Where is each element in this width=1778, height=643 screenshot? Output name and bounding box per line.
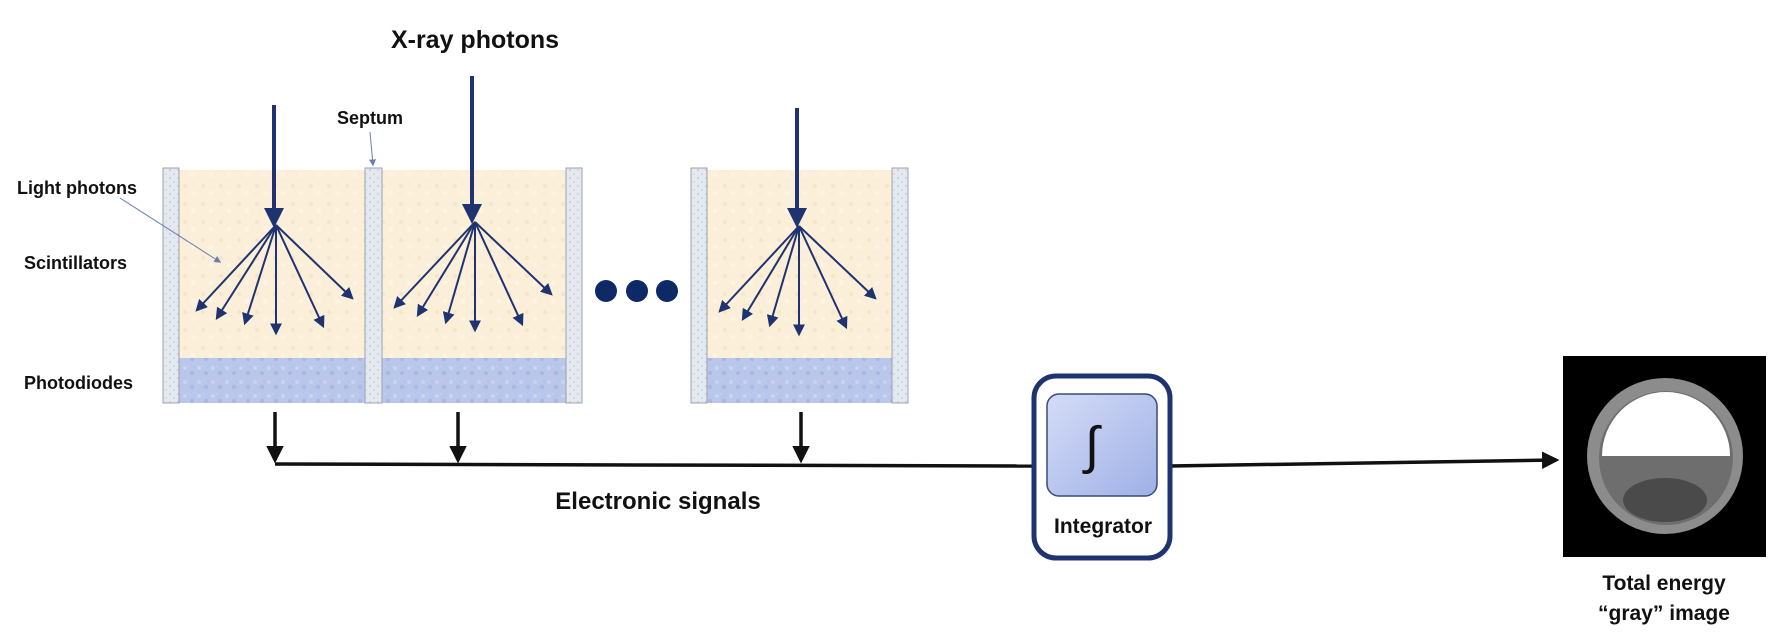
gray-image-bright-cap bbox=[1602, 392, 1730, 456]
light-photons-pointer bbox=[119, 197, 222, 263]
gray-image-dark-ellipse bbox=[1623, 478, 1707, 522]
photodiode-2 bbox=[382, 358, 566, 403]
scintillators-label: Scintillators bbox=[24, 253, 127, 273]
septum-label: Septum bbox=[337, 108, 403, 128]
septum-pointer bbox=[369, 131, 376, 167]
signal-bus-line bbox=[274, 462, 1037, 468]
ellipsis-dots-icon bbox=[595, 280, 678, 302]
light-photon-fan-n bbox=[718, 225, 877, 337]
septum-middle bbox=[364, 167, 383, 404]
light-photons-label: Light photons bbox=[17, 178, 137, 198]
electronic-signals-label: Electronic signals bbox=[555, 488, 760, 515]
output-label-line1: Total energy bbox=[1602, 572, 1726, 595]
septum-right-n bbox=[891, 167, 909, 404]
light-photon-fan-1 bbox=[195, 224, 354, 336]
xray-photons-label: X-ray photons bbox=[391, 26, 559, 54]
integrator-block: ∫ Integrator bbox=[1031, 373, 1173, 561]
photodiode-n bbox=[707, 358, 892, 403]
light-photon-fan-2 bbox=[393, 221, 553, 333]
signal-down-arrows bbox=[266, 412, 810, 464]
gray-image-output bbox=[1563, 356, 1766, 557]
xray-arrows bbox=[264, 76, 807, 228]
septum-right-2 bbox=[565, 167, 583, 404]
detector-element-1 bbox=[162, 167, 365, 404]
septum-left-n bbox=[690, 167, 708, 404]
integral-icon bbox=[1046, 393, 1158, 497]
output-signal-arrow bbox=[1169, 451, 1560, 469]
septum-left-1 bbox=[162, 167, 180, 404]
output-label-line2: “gray” image bbox=[1598, 602, 1730, 625]
integral-symbol: ∫ bbox=[1082, 417, 1102, 475]
photodiode-1 bbox=[179, 358, 365, 403]
integrator-label: Integrator bbox=[1054, 515, 1152, 538]
photodiodes-label: Photodiodes bbox=[24, 373, 133, 393]
